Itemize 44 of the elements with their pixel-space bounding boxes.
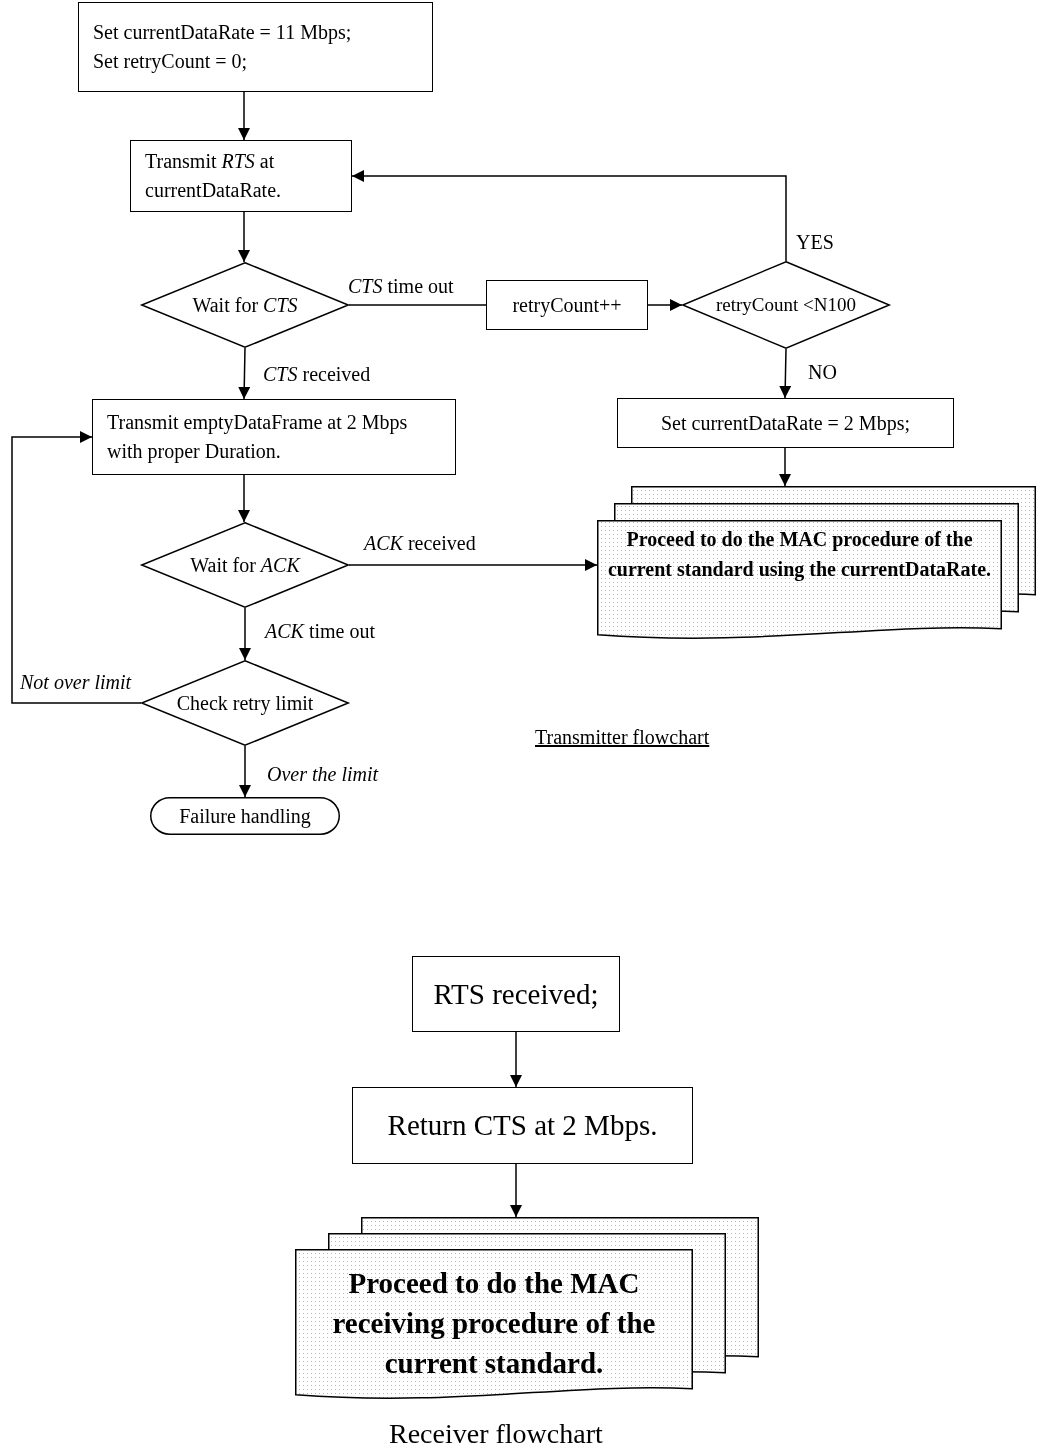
chart-caption: Receiver flowchart xyxy=(389,1418,603,1450)
step-text: Return CTS at 2 Mbps. xyxy=(387,1108,658,1144)
arrow xyxy=(779,348,792,399)
arrow xyxy=(238,211,250,263)
chart-caption: Transmitter flowchart xyxy=(535,726,710,749)
arrow xyxy=(239,745,251,798)
document-text: Proceed to do the MAC procedure of the current standard using the currentDataRate. xyxy=(606,527,993,583)
arrow xyxy=(348,559,598,571)
decision-text: Wait for ACK xyxy=(190,554,300,576)
process-box xyxy=(617,398,954,448)
arrow xyxy=(238,91,250,141)
arrow xyxy=(351,170,787,262)
decision-text: Check retry limit xyxy=(176,692,314,714)
decision-text: Wait for CTS xyxy=(192,294,298,316)
arrow xyxy=(779,447,791,487)
process-box xyxy=(486,280,648,330)
step-text: Set currentDataRate = 11 Mbps; xyxy=(93,20,352,46)
decision-text: retryCount <N100 xyxy=(716,295,856,315)
arrow xyxy=(510,1031,522,1088)
step-text: Transmit emptyDataFrame at 2 Mbps with proper Duration. xyxy=(107,410,409,465)
arrow xyxy=(11,431,142,704)
process-box xyxy=(92,399,456,475)
process-box xyxy=(130,140,352,212)
decision-diamond xyxy=(141,522,349,608)
step-text: Set retryCount = 0; xyxy=(93,49,248,75)
arrow xyxy=(647,299,683,311)
arrow xyxy=(238,347,251,400)
step-text: RTS received; xyxy=(433,976,599,1012)
document-stack xyxy=(597,486,1036,642)
process-box xyxy=(352,1087,693,1164)
decision-diamond xyxy=(682,261,890,349)
document-stack xyxy=(295,1217,759,1402)
step-text: Transmit RTS at currentDataRate. xyxy=(145,149,283,203)
arrow xyxy=(238,474,250,523)
step-text: Set currentDataRate = 2 Mbps; xyxy=(661,410,910,437)
arrow xyxy=(510,1163,522,1218)
document-text: Proceed to do the MAC receiving procedure of the current standard. xyxy=(331,1266,657,1382)
decision-diamond xyxy=(141,262,349,348)
step-text: retryCount++ xyxy=(512,292,622,319)
arrow xyxy=(239,607,251,661)
process-box xyxy=(78,2,433,92)
process-box xyxy=(412,956,620,1032)
terminator-text: Failure handling xyxy=(179,803,311,830)
decision-diamond xyxy=(141,660,349,746)
